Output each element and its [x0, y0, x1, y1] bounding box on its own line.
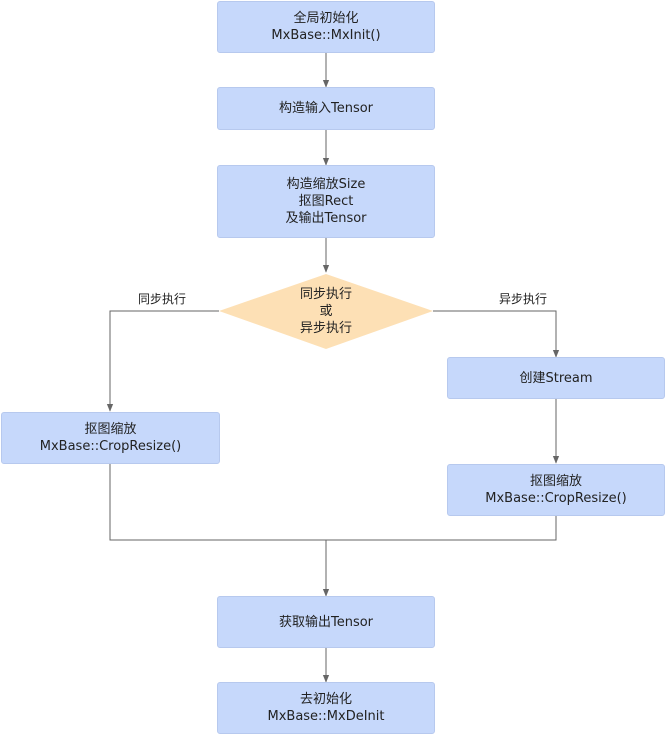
node-prepare-resize: 构造缩放Size 抠图Rect 及输出Tensor	[217, 165, 435, 238]
node-global-init-line1: 全局初始化	[293, 11, 359, 26]
node-sync-crop-resize-line2: MxBase::CropResize()	[39, 439, 182, 454]
node-get-output-tensor: 获取输出Tensor	[217, 596, 435, 648]
node-get-output-tensor-label: 获取输出Tensor	[278, 614, 374, 630]
node-create-stream-label: 创建Stream	[519, 370, 593, 386]
arrow-decision-to-sync	[106, 310, 219, 412]
node-construct-input-tensor-label: 构造输入Tensor	[278, 101, 374, 116]
node-sync-crop-resize-line1: 抠图缩放	[84, 422, 137, 437]
decision-label-line1: 同步执行	[299, 286, 352, 302]
decision-diamond	[219, 274, 433, 349]
node-global-init-line2: MxBase::MxInit()	[271, 28, 381, 43]
node-prepare-resize-line2: 抠图Rect	[298, 194, 354, 209]
node-async-crop-resize: 抠图缩放 MxBase::CropResize()	[447, 464, 665, 516]
merge-line-async	[326, 516, 557, 541]
node-create-stream: 创建Stream	[447, 357, 665, 399]
node-deinit-line2: MxBase::MxDeInit	[267, 709, 385, 724]
node-construct-input-tensor: 构造输入Tensor	[217, 87, 435, 130]
node-deinit: 去初始化 MxBase::MxDeInit	[217, 682, 435, 734]
decision-label-line3: 异步执行	[299, 320, 352, 336]
arrow-decision-to-async	[433, 310, 560, 358]
node-sync-crop-resize: 抠图缩放 MxBase::CropResize()	[1, 412, 220, 464]
node-deinit-line1: 去初始化	[299, 692, 352, 707]
decision-label: 同步执行 或 异步执行	[256, 285, 396, 337]
node-prepare-resize-line1: 构造缩放Size	[286, 177, 366, 192]
decision-label-line2: 或	[319, 303, 333, 319]
node-prepare-resize-line3: 及输出Tensor	[285, 211, 367, 226]
node-global-init: 全局初始化 MxBase::MxInit()	[217, 1, 435, 53]
node-async-crop-resize-line1: 抠图缩放	[529, 474, 582, 489]
merge-line-sync	[109, 464, 326, 541]
node-async-crop-resize-line2: MxBase::CropResize()	[485, 491, 627, 506]
edge-label-sync: 同步执行	[138, 292, 187, 306]
edge-label-async: 异步执行	[499, 292, 548, 306]
